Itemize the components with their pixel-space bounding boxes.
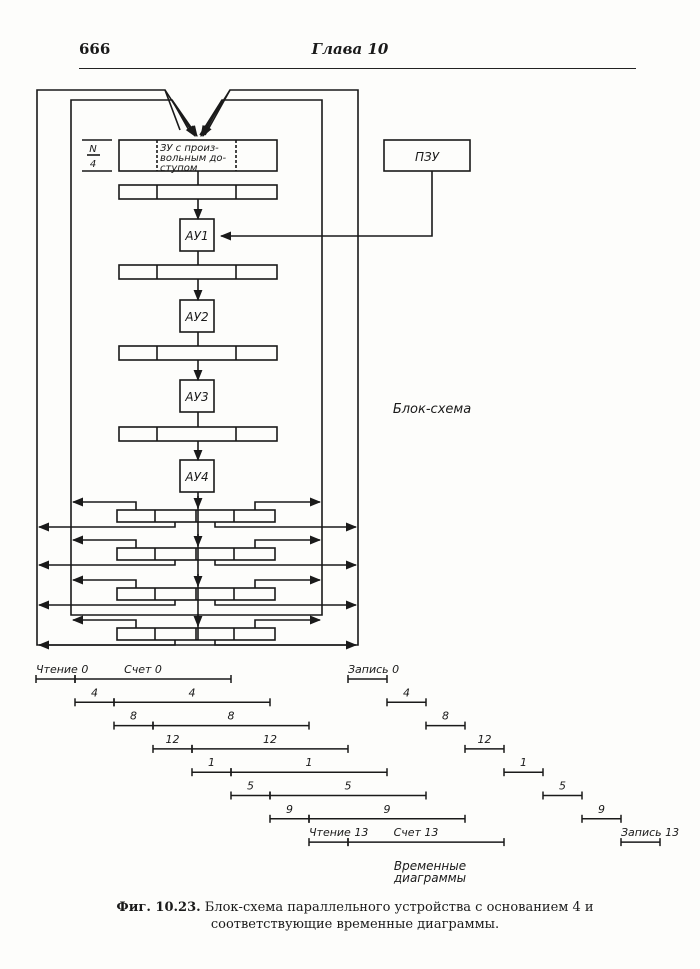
arithmetic-unit xyxy=(179,218,215,252)
route-to-inner-left xyxy=(71,535,137,548)
route-to-inner-right xyxy=(254,497,322,510)
block-diagram-labels: ЗУ с произ-вольным до-ступом N 4 ПЗУ Блок-сх… xyxy=(89,143,471,484)
arithmetic-unit-label: АУ2 xyxy=(184,310,208,324)
timing-diagram xyxy=(35,675,661,847)
arithmetic-unit xyxy=(179,379,215,413)
caption-text: Блок-схема параллельного устройства с ос… xyxy=(204,900,594,932)
read-label: 1 xyxy=(208,756,215,769)
caption-number: Фиг. 10.23. xyxy=(116,900,201,915)
header-rule xyxy=(79,68,636,69)
arrow-outer-left xyxy=(164,89,196,137)
write-label: Запись 0 xyxy=(348,663,399,676)
route-to-outer-left xyxy=(37,560,176,570)
write-label: 9 xyxy=(598,803,605,816)
count-label: 5 xyxy=(345,780,352,793)
write-label: Запись 13 xyxy=(621,826,679,839)
pipeline-register xyxy=(118,184,278,200)
figure-caption: Фиг. 10.23. Блок-схема параллельного уст… xyxy=(60,899,650,933)
route-to-inner-left xyxy=(71,497,137,510)
write-label: 1 xyxy=(520,756,527,769)
count-label: Счет 13 xyxy=(394,826,439,839)
read-label: Чтение 0 xyxy=(36,663,88,676)
count-label: Счет 0 xyxy=(124,663,162,676)
route-to-outer-right xyxy=(214,560,358,570)
fraction-numerator: N xyxy=(89,144,97,155)
fraction-denominator: 4 xyxy=(90,159,96,170)
pipeline-register xyxy=(118,345,278,361)
write-label: 8 xyxy=(442,710,449,723)
page-number: 666 xyxy=(79,40,111,58)
write-label: 5 xyxy=(559,780,566,793)
count-label: 9 xyxy=(384,803,391,816)
timing-diagram-labels: Чтение 0 Счет 0 Запись 0 4 4 4 8 8 8 12 12 12 1 1 1 5 5 5… xyxy=(36,663,679,885)
arithmetic-unit xyxy=(179,459,215,493)
route-to-inner-right xyxy=(254,575,322,588)
inner-feedback-loop xyxy=(70,99,323,616)
route-to-outer-right xyxy=(214,522,358,532)
read-label: 9 xyxy=(286,803,293,816)
arrow-inner-right xyxy=(202,99,223,137)
block-diagram-title: Блок-схема xyxy=(393,402,471,417)
pipeline-register xyxy=(118,426,278,442)
route-to-outer-left xyxy=(37,600,176,610)
count-label: 4 xyxy=(189,686,196,699)
read-label: 12 xyxy=(166,733,180,746)
count-label: 1 xyxy=(306,756,313,769)
timing-diagram-title: диаграммы xyxy=(393,871,466,885)
write-label: 12 xyxy=(478,733,492,746)
read-label: Чтение 13 xyxy=(309,826,368,839)
rom-block xyxy=(383,139,471,172)
block-diagram xyxy=(36,89,471,650)
read-label: 8 xyxy=(130,710,137,723)
rom-label: ПЗУ xyxy=(415,150,440,164)
arithmetic-unit-label: АУ3 xyxy=(184,390,208,404)
count-label: 12 xyxy=(263,733,277,746)
route-to-inner-right xyxy=(254,535,322,548)
route-to-outer-left xyxy=(37,522,176,532)
read-label: 5 xyxy=(247,780,254,793)
route-to-inner-left xyxy=(71,615,137,628)
route-to-outer-left xyxy=(37,640,176,650)
outer-feedback-loop xyxy=(36,89,359,646)
pipeline-register xyxy=(118,264,278,280)
count-label: 8 xyxy=(228,710,235,723)
ram-label: ступом xyxy=(160,163,198,174)
timing-diagram-title: Временные xyxy=(394,859,466,873)
route-to-inner-left xyxy=(71,575,137,588)
read-label: 4 xyxy=(91,686,98,699)
route-to-inner-right xyxy=(254,615,322,628)
arithmetic-unit xyxy=(179,299,215,333)
chapter-title: Глава 10 xyxy=(311,40,389,58)
route-to-outer-right xyxy=(214,600,358,610)
ram-label: вольным до- xyxy=(160,153,226,164)
write-label: 4 xyxy=(403,686,410,699)
ram-label: ЗУ с произ- xyxy=(160,143,219,154)
arithmetic-unit-label: АУ4 xyxy=(184,470,208,484)
rom-to-au1-arrow xyxy=(219,171,433,241)
arithmetic-unit-label: АУ1 xyxy=(184,229,208,243)
route-to-outer-right xyxy=(214,640,358,650)
